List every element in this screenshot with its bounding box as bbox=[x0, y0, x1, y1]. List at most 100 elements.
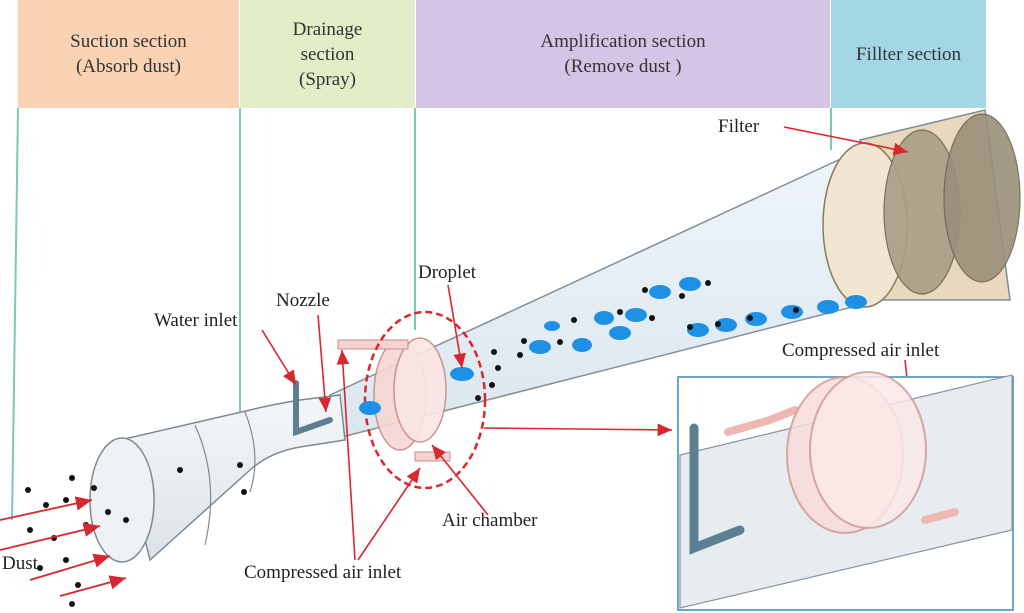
dust-particle bbox=[123, 517, 129, 523]
filter-label: Filter bbox=[718, 116, 760, 137]
air-chamber bbox=[337, 337, 451, 462]
filter-disc-2 bbox=[943, 113, 1021, 283]
compressed-air-arrow-left bbox=[336, 349, 356, 561]
droplet-arrow bbox=[447, 284, 466, 369]
droplet bbox=[609, 326, 631, 340]
dust-particle bbox=[489, 382, 495, 388]
dust-particle bbox=[687, 324, 693, 330]
dust-particle bbox=[491, 349, 497, 355]
dust-particle bbox=[63, 497, 69, 503]
section-dividers bbox=[11, 107, 832, 521]
dust-particle bbox=[27, 527, 33, 533]
dust-particle bbox=[715, 321, 721, 327]
dust-particle bbox=[237, 462, 243, 468]
water-inlet-label: Water inlet bbox=[154, 310, 238, 331]
air-inlet-pipe-bottom bbox=[414, 451, 451, 462]
dust-particle bbox=[69, 475, 75, 481]
divider-suction-left bbox=[11, 107, 19, 521]
water-inlet-pipe bbox=[293, 380, 333, 437]
section-amplification-subtitle: (Remove dust ) bbox=[564, 56, 682, 77]
nozzle-label: Nozzle bbox=[276, 290, 330, 311]
water-inlet-arrow bbox=[261, 329, 297, 386]
section-suction: Suction section (Absorb dust) bbox=[18, 0, 239, 108]
dust-particle bbox=[63, 557, 69, 563]
section-amplification-title: Amplification section bbox=[540, 31, 706, 52]
filter-canister bbox=[822, 109, 1021, 308]
droplet bbox=[679, 277, 701, 291]
section-drainage-subtitle: section bbox=[300, 43, 355, 65]
dust-label: Dust bbox=[2, 553, 38, 574]
dust-particle bbox=[177, 467, 183, 473]
dust-particle bbox=[25, 487, 31, 493]
dust-particle bbox=[75, 582, 81, 588]
section-drainage-subtitle2: (Spray) bbox=[299, 68, 356, 90]
inset-air-inlet-pipe-bottom bbox=[921, 508, 959, 524]
suction-mouth bbox=[89, 437, 155, 563]
air-chamber-label: Air chamber bbox=[442, 510, 538, 531]
dust-particle bbox=[83, 522, 89, 528]
droplet bbox=[572, 338, 592, 352]
dust-arrows bbox=[0, 496, 127, 597]
droplet-label: Droplet bbox=[418, 262, 477, 283]
dust-particle bbox=[475, 395, 481, 401]
section-filter-title: Fillter section bbox=[855, 43, 961, 65]
droplet bbox=[715, 318, 737, 332]
droplet bbox=[529, 340, 551, 354]
dust-particle bbox=[705, 280, 711, 286]
dust-particle bbox=[517, 352, 523, 358]
dust-particle bbox=[69, 601, 75, 607]
dust-particle bbox=[105, 509, 111, 515]
droplet bbox=[594, 311, 614, 325]
dust-particle bbox=[495, 365, 501, 371]
section-suction-subtitle: (Absorb dust) bbox=[75, 56, 182, 77]
inset-chamber-ring-inner bbox=[809, 371, 927, 529]
air-chamber-ring-inner bbox=[393, 337, 447, 443]
dust-particle bbox=[679, 293, 685, 299]
dust-arrow bbox=[0, 496, 93, 521]
dust-arrow bbox=[0, 522, 101, 551]
dust-particle bbox=[747, 315, 753, 321]
inset-detail bbox=[677, 371, 1014, 611]
droplet bbox=[450, 367, 474, 381]
droplet bbox=[625, 308, 647, 322]
inset-compressed-air-label: Compressed air inlet bbox=[782, 340, 940, 361]
dust-particle bbox=[571, 317, 577, 323]
droplets bbox=[359, 277, 867, 415]
section-drainage-title: Drainage bbox=[292, 18, 363, 40]
compressed-air-arrow-right bbox=[357, 467, 421, 561]
droplet bbox=[544, 321, 560, 331]
suction-ring-1 bbox=[194, 424, 212, 546]
dust-particle bbox=[642, 287, 648, 293]
dust-particles bbox=[25, 280, 799, 607]
droplet bbox=[845, 295, 867, 309]
dust-particle bbox=[521, 338, 527, 344]
bottom-compressed-air-label: Compressed air inlet bbox=[244, 562, 402, 583]
section-filter: Fillter section bbox=[831, 0, 986, 108]
inset-nozzle-pipe bbox=[689, 423, 745, 555]
dust-arrow bbox=[29, 553, 111, 581]
section-suction-title: Suction section bbox=[70, 31, 187, 52]
droplet bbox=[781, 305, 803, 319]
dust-particle bbox=[793, 307, 799, 313]
droplet bbox=[359, 401, 381, 415]
dust-particle bbox=[649, 315, 655, 321]
filter-arrow bbox=[783, 126, 909, 156]
dust-particle bbox=[91, 485, 97, 491]
section-drainage: Drainage section (Spray) bbox=[240, 0, 415, 108]
inset-connector-arrow bbox=[483, 423, 673, 437]
droplet bbox=[817, 300, 839, 314]
air-chamber-highlight bbox=[363, 310, 487, 490]
suction-pipe bbox=[119, 394, 346, 562]
dust-particle bbox=[617, 309, 623, 315]
dust-arrow bbox=[59, 575, 127, 597]
air-inlet-pipe-top bbox=[337, 339, 409, 350]
air-chamber-arrow bbox=[431, 444, 489, 516]
section-amplification: Amplification section (Remove dust ) bbox=[416, 0, 830, 108]
nozzle-arrow bbox=[317, 314, 332, 413]
dust-particle bbox=[241, 489, 247, 495]
suction-ring-2 bbox=[244, 411, 256, 493]
dust-particle bbox=[43, 502, 49, 508]
dust-particle bbox=[37, 565, 43, 571]
